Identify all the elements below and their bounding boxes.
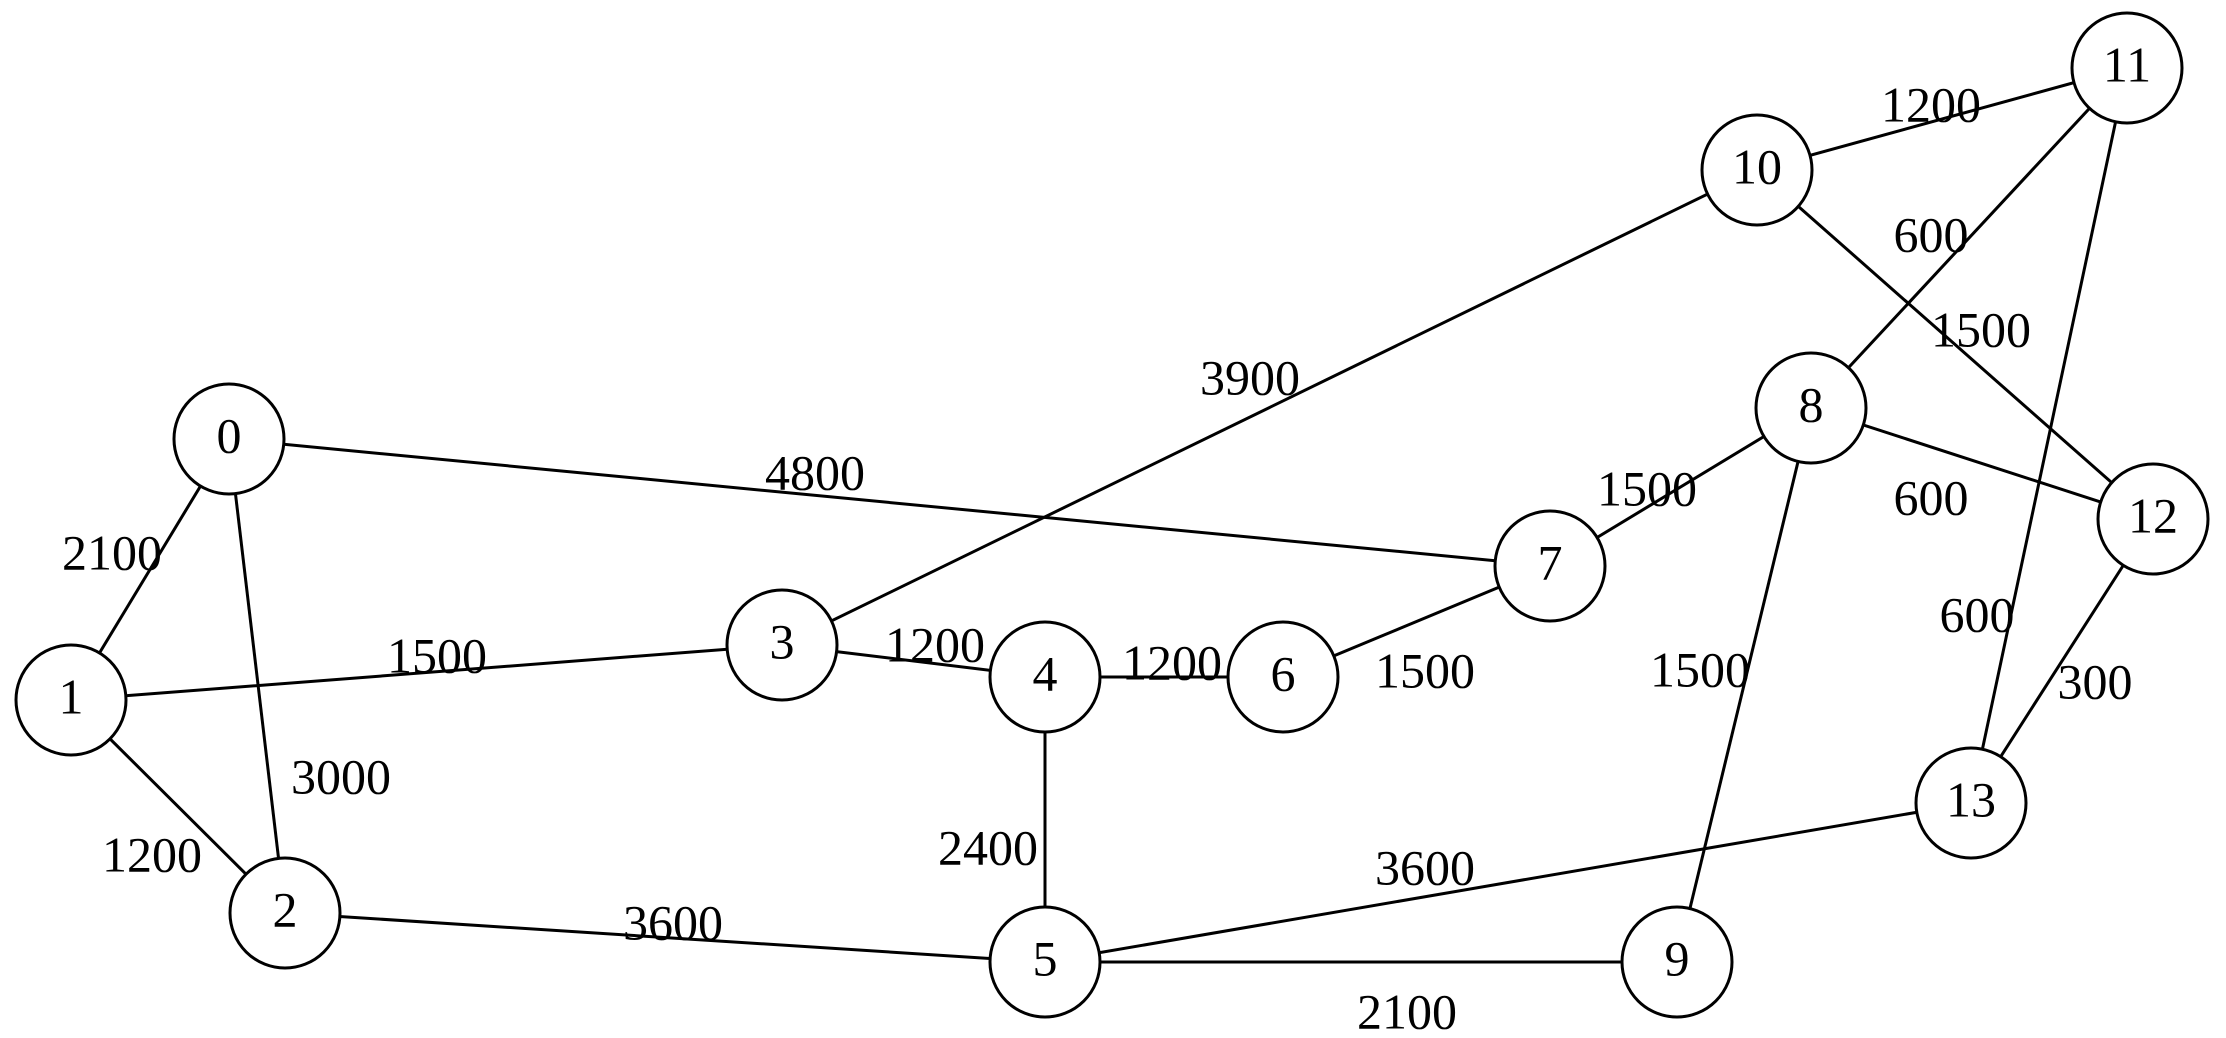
node-label: 8 [1799,376,1824,432]
node-circle [725,588,839,702]
node-circle [2070,11,2184,125]
node-8: 8 [1754,351,1868,465]
node-label: 2 [273,881,298,937]
node-13: 13 [1914,746,2028,860]
edge-10-11 [1756,66,2128,172]
edge-weight-label-0-7: 4800 [765,444,865,500]
node-label: 9 [1665,930,1690,986]
edge-11-13 [1969,67,2129,804]
edge-0-2 [227,438,287,914]
edge-1-3 [70,643,783,702]
node-circle [1226,620,1340,734]
node-label: 3 [770,613,795,669]
edge-5-13 [1044,801,1972,964]
node-5: 5 [988,905,1102,1019]
node-circle [1914,746,2028,860]
edge-2-5 [284,911,1046,964]
edge-3-10 [781,168,1758,647]
edge-weight-label-8-11: 600 [1894,206,1969,262]
edge-weight-label-10-11: 1200 [1881,76,1981,132]
node-label: 6 [1271,645,1296,701]
node-3: 3 [725,588,839,702]
node-label: 4 [1033,645,1058,701]
node-circle [2096,462,2210,576]
edge-weight-label-4-6: 1200 [1122,634,1222,690]
node-circle [228,856,342,970]
node-circle [1620,905,1734,1019]
node-circle [172,382,286,496]
node-label: 7 [1538,534,1563,590]
edge-8-12 [1810,406,2154,521]
node-circle [988,905,1102,1019]
node-label: 10 [1732,138,1782,194]
node-label: 5 [1033,930,1058,986]
node-circle [1754,351,1868,465]
edge-weight-label-2-5: 3600 [623,894,723,950]
node-4: 4 [988,620,1102,734]
edge-8-11 [1809,66,2129,410]
node-label: 1 [59,668,84,724]
edge-weight-label-11-13: 600 [1940,586,2015,642]
node-12: 12 [2096,462,2210,576]
node-0: 0 [172,382,286,496]
edge-weight-label-5-13: 3600 [1375,839,1475,895]
node-label: 11 [2103,36,2151,92]
edge-weight-label-1-2: 1200 [102,826,202,882]
node-10: 10 [1700,113,1814,227]
edge-weight-label-10-12: 1500 [1931,301,2031,357]
edge-weight-label-5-9: 2100 [1357,983,1457,1038]
edge-weight-label-8-12: 600 [1894,469,1969,525]
node-label: 0 [217,407,242,463]
node-1: 1 [14,643,128,757]
node-6: 6 [1226,620,1340,734]
node-7: 7 [1493,509,1607,623]
edge-weight-label-4-5: 2400 [938,819,1038,875]
edge-weight-label-0-2: 3000 [291,748,391,804]
edge-weight-label-0-1: 2100 [62,524,162,580]
edge-0-7 [228,437,1551,568]
edge-weight-label-1-3: 1500 [387,627,487,683]
node-circle [988,620,1102,734]
edge-8-9 [1675,407,1813,963]
node-label: 13 [1946,771,1996,827]
edge-10-12 [1756,168,2154,521]
edges-layer [69,66,2155,964]
edge-weight-label-3-10: 3900 [1200,349,1300,405]
edge-labels-layer: 2100300048001200150036001200390024001200… [62,76,2133,1038]
node-label: 12 [2128,487,2178,543]
node-11: 11 [2070,11,2184,125]
node-circle [1493,509,1607,623]
edge-weight-label-6-7: 1500 [1375,642,1475,698]
node-2: 2 [228,856,342,970]
node-9: 9 [1620,905,1734,1019]
edge-weight-label-7-8: 1500 [1597,460,1697,516]
edge-weight-label-12-13: 300 [2058,653,2133,709]
edge-weight-label-8-9: 1500 [1650,641,1750,697]
node-circle [14,643,128,757]
node-circle [1700,113,1814,227]
edge-weight-label-3-4: 1200 [885,616,985,672]
